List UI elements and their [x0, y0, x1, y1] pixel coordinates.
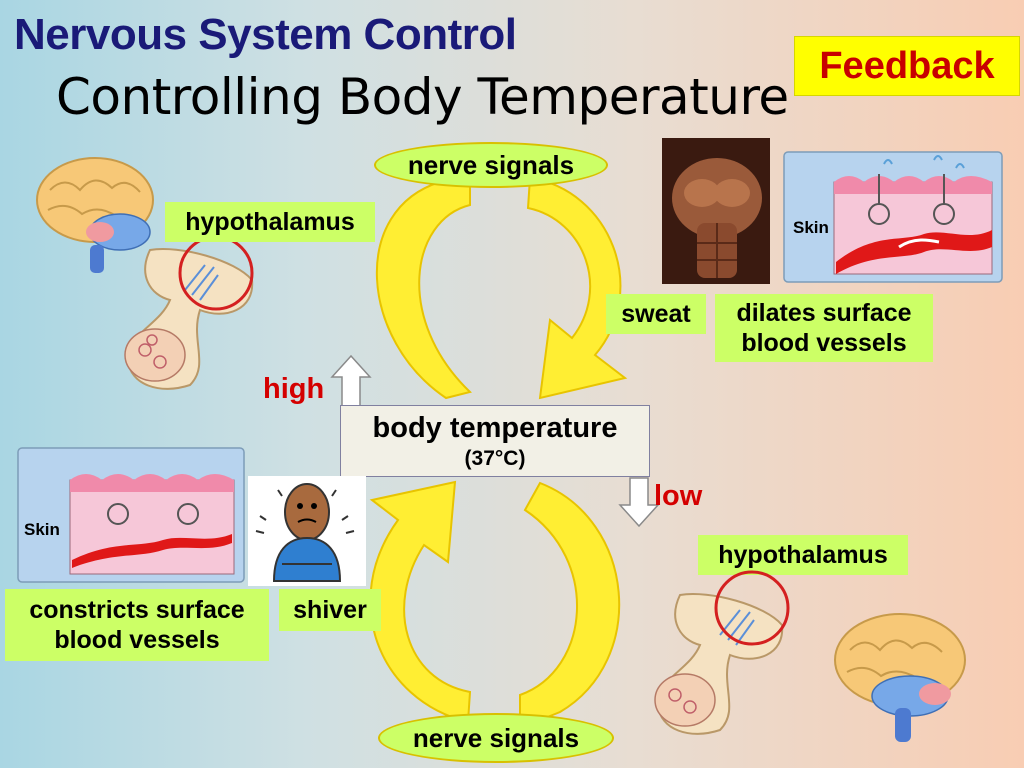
top-nerve-signals: nerve signals — [374, 142, 608, 188]
up-arrow-icon — [330, 354, 372, 413]
sweat-label: sweat — [606, 294, 706, 334]
page-title: Nervous System Control — [14, 10, 517, 59]
skin-icon-dilated — [783, 151, 1003, 283]
constricts-label: constricts surface blood vessels — [5, 589, 269, 661]
body-temperature-value: (37°C) — [464, 447, 526, 470]
torso-photo — [662, 138, 770, 284]
pituitary-icon — [654, 570, 790, 735]
state-low: low — [654, 480, 703, 512]
skin-label-bottom: Skin — [24, 520, 60, 539]
brain-icon — [834, 613, 966, 742]
body-temperature-label: body temperature — [372, 412, 618, 444]
skin-icon-constricted — [17, 447, 245, 583]
page-subtitle: Controlling Body Temperature — [56, 68, 789, 126]
shiver-label: shiver — [279, 589, 381, 631]
state-high: high — [263, 373, 325, 405]
dilates-label: dilates surface blood vessels — [715, 294, 933, 362]
down-arrow-icon — [618, 477, 660, 528]
brain-icon — [36, 157, 154, 273]
bottom-left-arc — [369, 480, 472, 724]
pituitary-icon — [124, 235, 254, 390]
top-hypothalamus-label: hypothalamus — [165, 202, 375, 242]
brain-hypothalamus-illustration-top — [36, 157, 254, 390]
bottom-right-arc — [519, 481, 621, 730]
top-left-arc — [375, 170, 472, 400]
top-right-arc — [526, 176, 628, 400]
brain-hypothalamus-illustration-bottom — [654, 570, 966, 742]
body-temperature-box: body temperature (37°C) — [340, 405, 650, 477]
bottom-hypothalamus-label: hypothalamus — [698, 535, 908, 575]
shivering-person-icon — [248, 476, 366, 586]
bottom-nerve-signals: nerve signals — [378, 713, 614, 763]
skin-label-top: Skin — [793, 218, 829, 237]
feedback-badge: Feedback — [794, 36, 1020, 96]
